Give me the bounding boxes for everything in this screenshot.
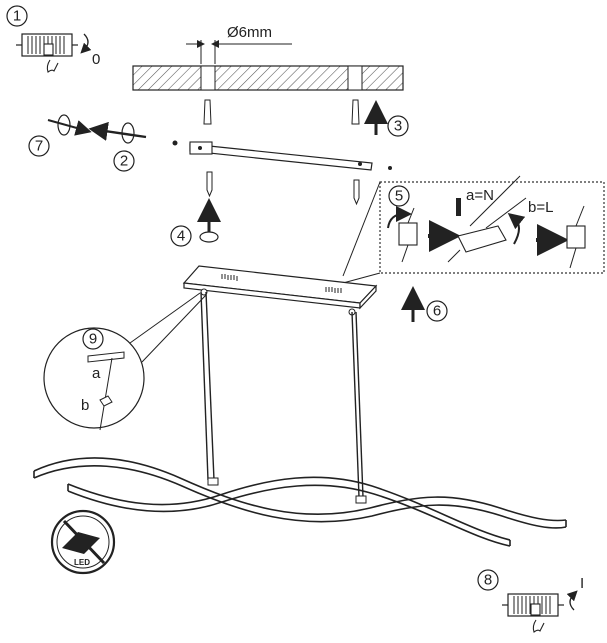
rotate-arrow-icon [387,206,412,229]
step-3-number: 3 [394,118,402,135]
rotate-arrow-icon [80,33,92,54]
step-4-screws: 4 [170,171,360,247]
drill-size-label: Ø6mm [227,24,272,41]
step-2-badge [113,150,135,172]
wire-n-label: a=N [466,187,494,204]
step-3-badge [387,115,409,137]
step-6-number: 6 [433,303,441,320]
cable-detail [99,357,113,431]
screwdriver-icon [456,198,461,216]
step-7-screw: 7 [28,114,92,157]
step-9-detail: 9 a b [43,292,207,431]
callout-line [141,294,207,363]
wire-l-label: b=L [528,199,553,216]
ceiling: Ø6mm [132,24,404,91]
callout-line [342,181,381,277]
rotate-icon [199,231,219,243]
hand-icon [532,619,545,633]
step-2-number: 2 [120,153,128,170]
led-module-icon [62,532,100,554]
screw-left-icon [206,171,213,198]
screw-right-icon [353,179,360,206]
step-8-switch-on: 8 I [477,569,584,633]
detail-b-label: b [81,397,89,414]
callout-line [342,272,381,284]
canopy [182,265,378,316]
step-6-badge [426,300,448,322]
breaker-icon [502,593,564,617]
terminal-open-icon [447,175,527,263]
detail-a-label: a [92,365,101,382]
dowel-left-icon [203,99,212,125]
left-arrow-icon [88,121,147,141]
step-9-number: 9 [89,331,97,348]
step-3-dowels: 3 [203,99,409,137]
led-not-replaceable-badge: LED [50,509,116,575]
step-1-badge [6,5,28,27]
step-5-number: 5 [395,188,403,205]
switch-on-label: I [580,575,584,592]
callout-line [129,292,201,344]
step-1-switch-off: 1 0 [6,5,100,73]
drill-hole-right [347,65,363,91]
suspension-cables [200,291,364,498]
rotate-arrow-icon [507,212,526,245]
wire-l [485,197,527,229]
canopy-detail [87,351,125,363]
step-4-number: 4 [177,228,185,245]
dowel-right-icon [351,99,360,125]
step-6-lift: 6 [401,286,448,322]
step-7-number: 7 [35,138,43,155]
step-1-number: 1 [13,8,21,25]
step-8-number: 8 [484,572,492,589]
step-2-remove-bracket: 2 [88,121,178,172]
led-light-bar [33,457,567,547]
step-5-wiring-panel: 5 a=N b=L [342,175,605,284]
screw-arrow-icon [47,119,92,136]
rotate-arrow-icon [566,590,578,611]
led-badge-label: LED [74,558,90,567]
wire-n [469,175,521,227]
nut-icon [388,166,392,170]
dimension-line [186,40,292,64]
cable-clamps [207,477,367,504]
step-7-badge [28,135,50,157]
rotate-icon [57,114,71,136]
gripper-icon [99,395,113,407]
breaker-icon [16,33,78,57]
step-8-badge [477,569,499,591]
step-4-badge [170,225,192,247]
switch-off-label: 0 [92,51,100,68]
drill-hole-left [200,65,216,91]
hand-icon [46,59,59,73]
mounting-bracket [189,141,392,171]
step-9-badge [82,328,104,350]
step-5-badge [388,185,410,207]
terminal-connected-icon [566,205,586,269]
vent-slots [221,274,342,293]
screw-icon [172,140,178,146]
